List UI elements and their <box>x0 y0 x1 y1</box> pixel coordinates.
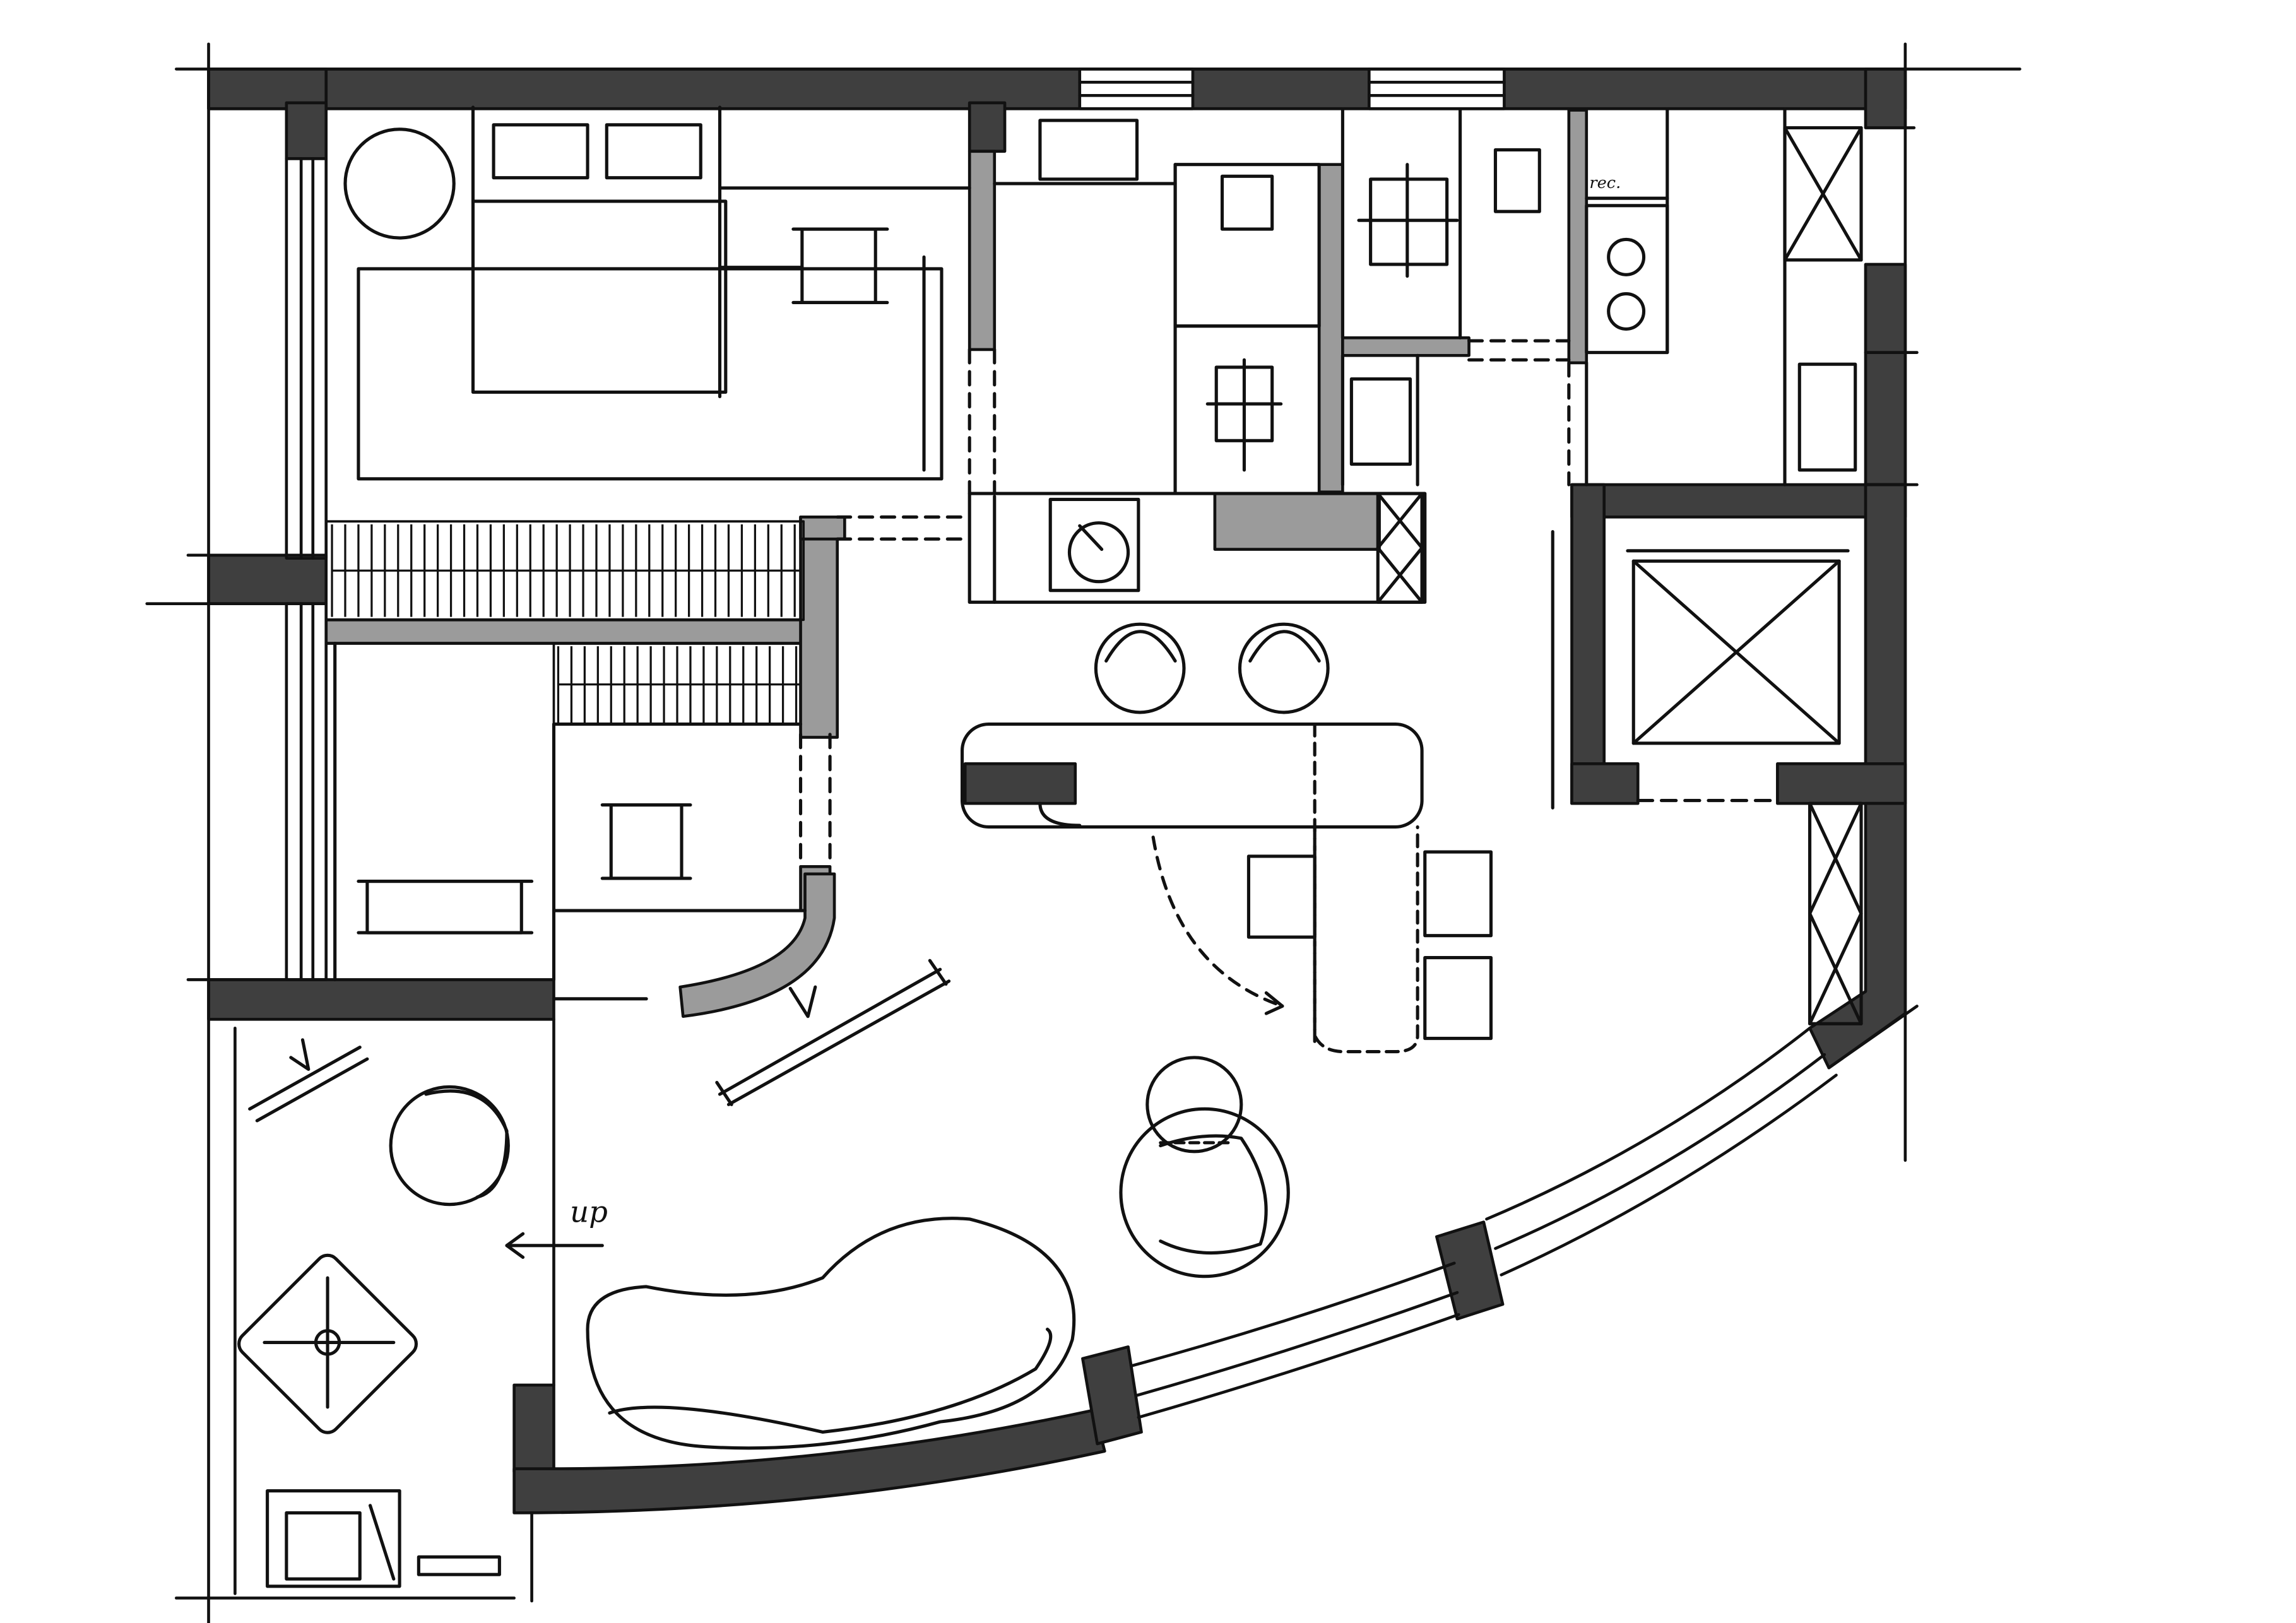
bath-sink <box>1349 377 1412 466</box>
lounge-table <box>237 1253 418 1434</box>
core-wall-top <box>1570 483 1907 519</box>
bath-chair <box>1220 174 1274 231</box>
balcony <box>237 1038 510 1588</box>
kitchen-pier <box>968 101 1007 153</box>
bath-cabinet <box>1173 163 1321 328</box>
core-wall-right <box>1864 483 1907 805</box>
stair-treads <box>331 524 801 723</box>
burner-2 <box>1607 292 1646 331</box>
storage-box <box>1376 492 1424 604</box>
southeast-window-curve <box>1485 1026 1811 1221</box>
round-table <box>343 127 456 240</box>
partition-counter <box>1213 492 1381 551</box>
dining-chair-2 <box>1423 850 1493 938</box>
shaft-cabinet <box>1797 362 1857 472</box>
balcony-cabinet <box>266 1489 401 1588</box>
core-wall-left <box>1570 483 1606 805</box>
partition-kitchen-left <box>968 150 997 351</box>
living-room <box>586 959 1290 1450</box>
elevator-core <box>1551 109 1863 1025</box>
west-wall-mid <box>207 553 328 605</box>
balcony-storage <box>285 1511 362 1581</box>
pillow-right <box>605 123 702 180</box>
kitchen <box>968 109 1669 604</box>
west-wall-lower <box>207 978 555 1021</box>
east-wall-lower <box>1808 801 1907 1070</box>
shaft-box-side <box>1808 801 1863 1025</box>
east-wall-top <box>1864 68 1907 129</box>
study-bench <box>365 880 523 935</box>
door-openings <box>798 339 1571 868</box>
stairs-upper <box>324 520 805 622</box>
partitions <box>324 109 1589 1018</box>
exterior-walls <box>207 68 1907 1514</box>
west-window-2 <box>285 602 328 981</box>
kitchen-sink <box>1067 521 1130 584</box>
partition-stairs-top <box>324 618 813 645</box>
north-wall <box>207 68 1907 110</box>
curved-wall-pier-2 <box>1435 1220 1505 1321</box>
arrow-left-icon <box>505 1232 604 1259</box>
balcony-shelf <box>417 1555 501 1576</box>
windows <box>145 42 2021 1623</box>
southwest-pier <box>512 1383 555 1473</box>
north-window-1 <box>1078 68 1195 110</box>
armchair-1-base <box>1145 1056 1243 1154</box>
dining-chair-3 <box>1423 956 1493 1041</box>
partition-stairs-top-right <box>799 515 846 541</box>
kitchen-chair-1 <box>1038 119 1139 181</box>
up-label: up <box>570 1195 608 1229</box>
partition-stairs-right <box>799 515 839 739</box>
dining-table <box>1313 825 1419 1054</box>
south-window-curve <box>1129 1261 1456 1367</box>
study-room <box>333 641 807 1001</box>
door-swing <box>1151 835 1284 1008</box>
bed <box>471 199 728 394</box>
armchair-1 <box>1119 1107 1290 1278</box>
partition-bath-sill <box>1341 336 1471 357</box>
bedroom <box>343 105 971 481</box>
study-desk <box>609 803 683 880</box>
sink-cabinet <box>1048 497 1140 593</box>
curved-wall-pier-1 <box>1081 1345 1143 1446</box>
curved-south-wall <box>512 1408 1106 1514</box>
burner-1 <box>1607 237 1646 276</box>
partition-bath-right <box>1317 163 1344 494</box>
curved-partition <box>678 872 836 1018</box>
northwest-pier <box>285 101 328 160</box>
pillow-left <box>492 123 589 180</box>
partition-utility <box>1567 109 1589 365</box>
rug <box>357 267 944 481</box>
rec-label: rec. <box>1589 174 1621 192</box>
stool-1 <box>1094 622 1186 714</box>
north-window-2 <box>1367 68 1506 110</box>
dining-chair-1 <box>1246 854 1317 939</box>
core-wall-bottom-right <box>1776 762 1907 805</box>
bar-stools <box>1094 622 1330 714</box>
stool-2 <box>1238 622 1330 714</box>
core-wall-bottom-left <box>1570 762 1640 805</box>
lounge-chair <box>389 1085 510 1207</box>
elevator-cab <box>1631 559 1841 745</box>
kidney-sofa <box>586 1217 1076 1450</box>
utility-chair <box>1493 148 1541 213</box>
west-window <box>285 157 328 560</box>
island-counter <box>961 722 1424 829</box>
island-counter-dark <box>963 762 1077 805</box>
dining <box>961 722 1493 1054</box>
bedside-chair <box>800 227 877 305</box>
kitchen-counter <box>968 492 1427 604</box>
east-wall-upper <box>1864 263 1907 487</box>
